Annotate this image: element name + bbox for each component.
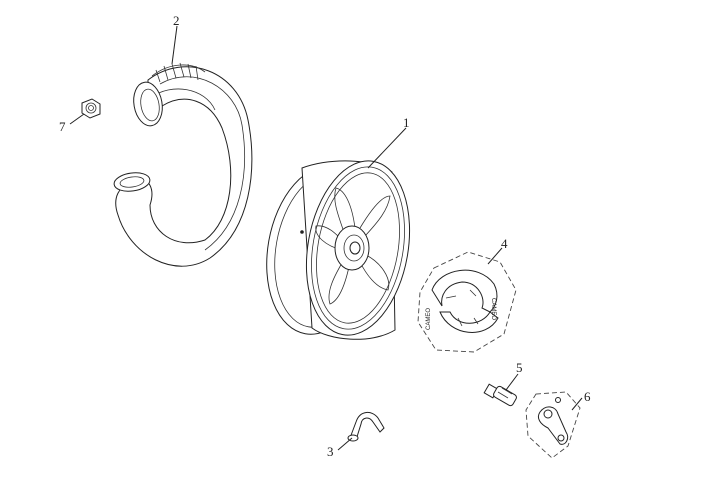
brake-shoe-marking-1: CAMEO [490,298,496,320]
callout-4: 4 [501,236,508,251]
callout-3: 3 [327,444,334,459]
brake-shoes-part-4: CAMEO CAMEO [417,251,517,353]
callout-7: 7 [59,119,66,134]
leader-line-7 [69,113,85,125]
leader-line-3 [337,437,353,451]
tire-part-2 [113,62,253,267]
leader-lines [69,25,583,451]
leader-line-6 [571,397,583,411]
leader-line-1 [367,127,407,169]
axle-nut-part-7 [81,98,101,119]
callout-labels: 1 2 3 4 5 6 7 [59,13,591,459]
callout-1: 1 [403,115,410,130]
valve-part-5 [483,383,517,407]
brake-arm-part-6 [525,391,581,459]
callout-6: 6 [584,389,591,404]
callout-5: 5 [516,360,523,375]
brake-shoe-marking-2: CAMEO [426,308,432,330]
leader-line-4 [487,247,503,265]
leader-line-2 [171,25,178,65]
callout-2: 2 [173,13,180,28]
wheel-rim-part-1 [266,160,411,340]
fitting-part-3 [347,412,385,442]
leader-line-5 [505,373,519,391]
